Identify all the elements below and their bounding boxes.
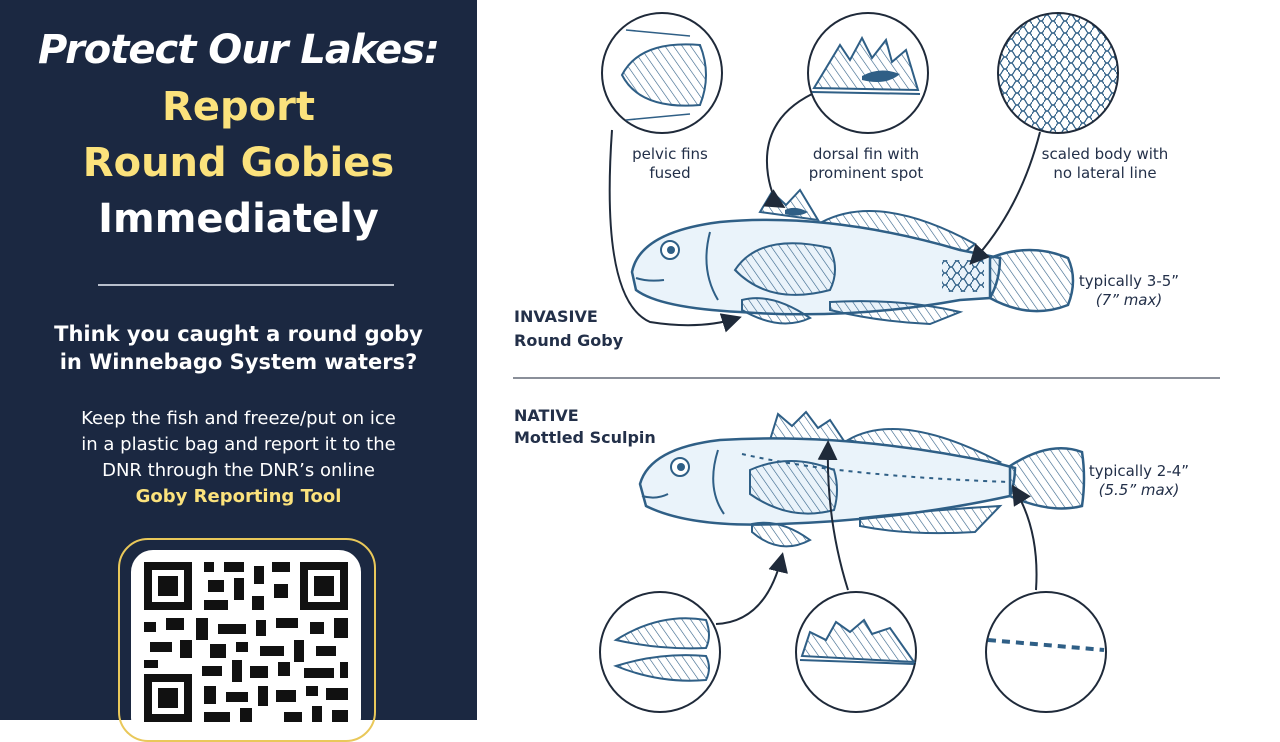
- label-line: NATIVE: [514, 406, 579, 425]
- instructions-text: Keep the fish and freeze/put on ice in a…: [40, 406, 437, 510]
- detail-circle-scales: [997, 12, 1119, 134]
- title-line: Immediately: [98, 196, 379, 242]
- detail-circle-lateral-line: [985, 591, 1107, 713]
- label-line: dorsal fin with: [812, 145, 920, 163]
- label-line: typically 2-4”: [1088, 462, 1190, 480]
- title-line: Protect Our Lakes:: [37, 27, 440, 73]
- divider: [98, 284, 394, 286]
- instructions-line: in a plastic bag and report it to the: [81, 434, 396, 455]
- question-text: Think you caught a round goby in Winneba…: [40, 320, 437, 376]
- label-line: (5.5” max): [1098, 481, 1180, 499]
- label-line: Round Goby: [514, 331, 624, 350]
- goby-species-label: INVASIVE Round Goby: [514, 307, 623, 350]
- label-line: typically 3-5”: [1078, 272, 1180, 290]
- instructions-line: Keep the fish and freeze/put on ice: [81, 408, 396, 429]
- section-separator: [513, 377, 1220, 379]
- sculpin-species-label: NATIVE Mottled Sculpin: [514, 406, 656, 447]
- dorsal-fin-label: dorsal fin with prominent spot: [796, 145, 936, 183]
- label-line: fused: [649, 164, 691, 182]
- label-line: (7” max): [1095, 291, 1163, 309]
- question-line: in Winnebago System waters?: [59, 350, 418, 374]
- question-line: Think you caught a round goby: [54, 322, 423, 346]
- label-line: no lateral line: [1053, 164, 1157, 182]
- instructions-line: DNR through the DNR’s online: [102, 460, 375, 481]
- detail-circle-sculpin-pelvic: [599, 591, 721, 713]
- title-highlight: Round Gobies: [82, 140, 395, 186]
- sculpin-size-label: typically 2-4” (5.5” max): [1084, 462, 1194, 500]
- pelvic-fins-label: pelvic fins fused: [610, 145, 730, 183]
- round-goby-fish: [630, 188, 1075, 326]
- goby-size-label: typically 3-5” (7” max): [1074, 272, 1184, 310]
- mottled-sculpin-fish: [638, 410, 1086, 548]
- left-panel: Protect Our Lakes: Report Round Gobies I…: [0, 0, 477, 742]
- detail-circle-sculpin-dorsal: [795, 591, 917, 713]
- detail-circle-dorsal: [807, 12, 929, 134]
- scaled-body-label: scaled body with no lateral line: [1030, 145, 1180, 183]
- goby-reporting-tool-link[interactable]: Goby Reporting Tool: [135, 486, 342, 507]
- label-line: prominent spot: [808, 164, 924, 182]
- label-line: INVASIVE: [514, 307, 598, 326]
- qr-code-icon[interactable]: [144, 562, 350, 722]
- detail-circle-pelvic: [601, 12, 723, 134]
- label-line: scaled body with: [1041, 145, 1169, 163]
- title-highlight: Report: [162, 84, 315, 130]
- label-line: pelvic fins: [632, 145, 708, 163]
- label-line: Mottled Sculpin: [514, 428, 656, 447]
- fish-illustration: [599, 12, 1119, 713]
